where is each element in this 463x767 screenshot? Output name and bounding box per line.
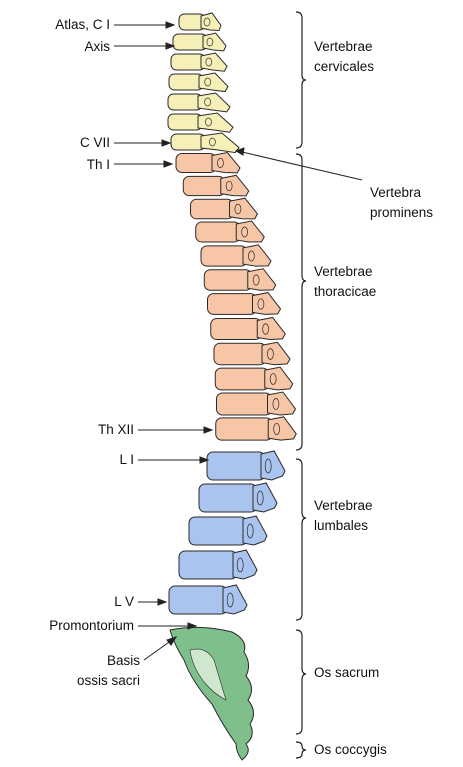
- label-prominens-line2: prominens: [370, 204, 433, 221]
- label-coccygis: Os coccygis: [314, 741, 387, 758]
- thoracic-vertebra-4: [196, 221, 265, 242]
- brace-sacrum: [296, 630, 306, 734]
- cervical-vertebra-2: [173, 33, 226, 51]
- label-th1: Th I: [40, 156, 110, 173]
- region-braces: [296, 12, 306, 758]
- cervical-vertebra-3: [171, 53, 227, 71]
- thoracic-vertebra-8: [211, 317, 286, 339]
- brace-cervicales: [296, 12, 306, 148]
- label-lumbales-line1: Vertebrae: [314, 497, 373, 514]
- lumbar-vertebra-2: [199, 483, 277, 512]
- thoracic-vertebra-9: [214, 342, 290, 364]
- thoracic-vertebra-3: [191, 198, 258, 219]
- thoracic-vertebra-5: [201, 245, 271, 266]
- label-cervicales-line1: Vertebrae: [314, 38, 373, 55]
- brace-thoracicae: [296, 154, 306, 450]
- sacrum-bone: [170, 627, 254, 760]
- arrow-basis: [144, 640, 172, 660]
- cervical-vertebra-6: [168, 113, 233, 132]
- sacrum-coccyx: [170, 627, 254, 760]
- lumbar-vertebra-4: [179, 550, 257, 579]
- label-promontorium: Promontorium: [4, 617, 134, 634]
- label-axis: Axis: [40, 38, 110, 55]
- thoracic-vertebra-7: [208, 293, 281, 315]
- label-basis-line2: ossis sacri: [40, 672, 140, 689]
- cervical-vertebra-1: [179, 13, 221, 31]
- thoracic-vertebrae: [176, 153, 296, 441]
- thoracic-vertebra-10: [215, 367, 293, 390]
- label-sacrum: Os sacrum: [314, 664, 379, 681]
- brace-lumbales: [296, 459, 306, 620]
- thoracic-vertebra-11: [217, 392, 296, 415]
- label-prominens-line1: Vertebra: [370, 184, 421, 201]
- label-th12: Th XII: [60, 421, 134, 438]
- label-basis-line1: Basis: [40, 652, 140, 669]
- label-atlas: Atlas, C I: [40, 16, 110, 33]
- thoracic-vertebra-1: [176, 153, 240, 173]
- label-thoracicae-line1: Vertebrae: [314, 263, 373, 280]
- label-lumbales-line2: lumbales: [314, 517, 368, 534]
- label-cervicales-line2: cervicales: [314, 58, 374, 75]
- label-l5: L V: [60, 593, 134, 610]
- cervical-vertebra-5: [168, 93, 230, 112]
- lumbar-vertebra-5: [169, 585, 247, 614]
- cervical-vertebrae: [168, 13, 239, 153]
- lumbar-vertebra-1: [207, 451, 285, 480]
- lumbar-vertebrae: [169, 451, 285, 614]
- label-thoracicae-line2: thoracicae: [314, 283, 376, 300]
- thoracic-vertebra-12: [216, 417, 297, 440]
- cervical-vertebra-4: [169, 73, 228, 92]
- thoracic-vertebra-6: [204, 269, 276, 291]
- cervical-vertebra-7: [171, 133, 239, 153]
- brace-coccygis: [296, 742, 306, 758]
- thoracic-vertebra-2: [183, 175, 249, 196]
- label-l1: L I: [60, 451, 134, 468]
- label-c7: C VII: [40, 134, 110, 151]
- lumbar-vertebra-3: [189, 516, 267, 545]
